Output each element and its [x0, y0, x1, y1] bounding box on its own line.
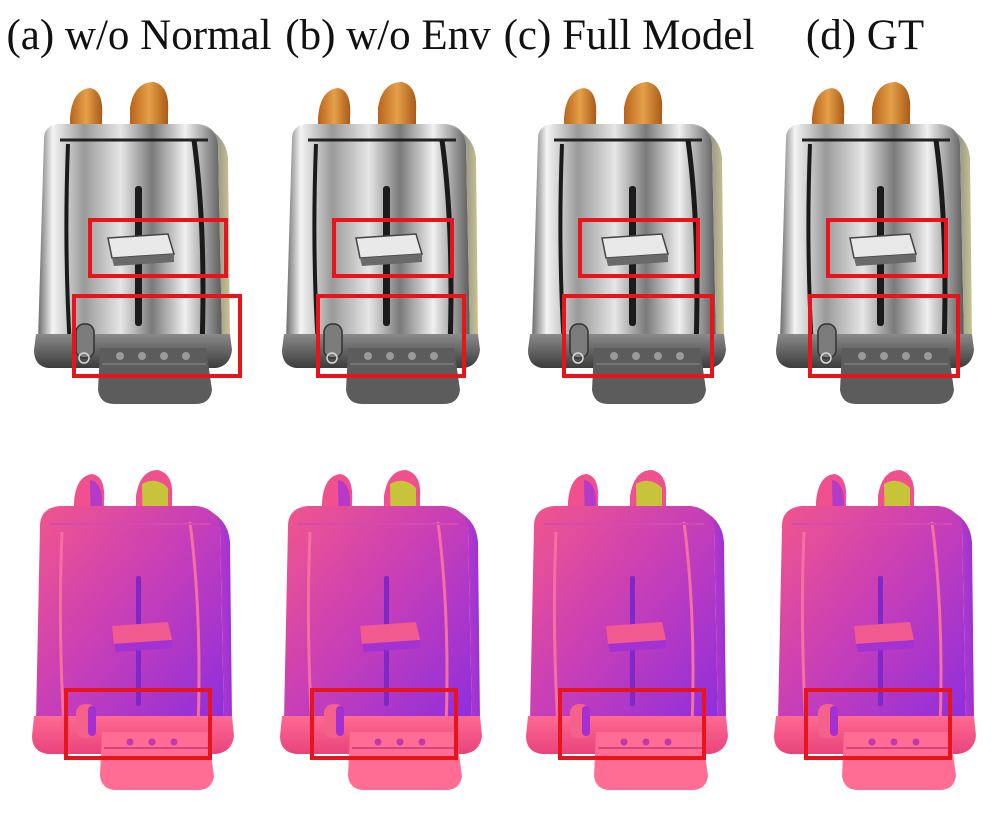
highlight-box-controls-a	[72, 294, 242, 378]
column-label-b: (b) w/o Env	[285, 12, 491, 59]
column-label-d: (d) GT	[805, 12, 925, 59]
highlight-box-normal-d	[804, 688, 952, 760]
column-label-a: (a) w/o Normal	[6, 12, 272, 59]
column-label-c: (c) Full Model	[503, 12, 755, 59]
highlight-box-normal-a	[64, 688, 212, 760]
highlight-box-lever-b	[332, 218, 454, 278]
normal-panel-b	[278, 468, 483, 792]
highlight-box-normal-c	[558, 688, 706, 760]
normal-panel-c	[524, 468, 729, 792]
render-panel-a	[24, 72, 242, 412]
highlight-box-controls-b	[316, 294, 466, 378]
render-panel-d	[766, 72, 986, 412]
highlight-box-lever-d	[826, 218, 948, 278]
highlight-box-controls-c	[562, 294, 714, 378]
highlight-box-controls-d	[808, 294, 960, 378]
normal-panel-d	[772, 468, 977, 792]
normal-panel-a	[30, 468, 235, 792]
render-panel-b	[272, 72, 492, 412]
highlight-box-lever-c	[578, 218, 700, 278]
highlight-box-lever-a	[88, 218, 228, 278]
highlight-box-normal-b	[310, 688, 458, 760]
render-panel-c	[518, 72, 738, 412]
